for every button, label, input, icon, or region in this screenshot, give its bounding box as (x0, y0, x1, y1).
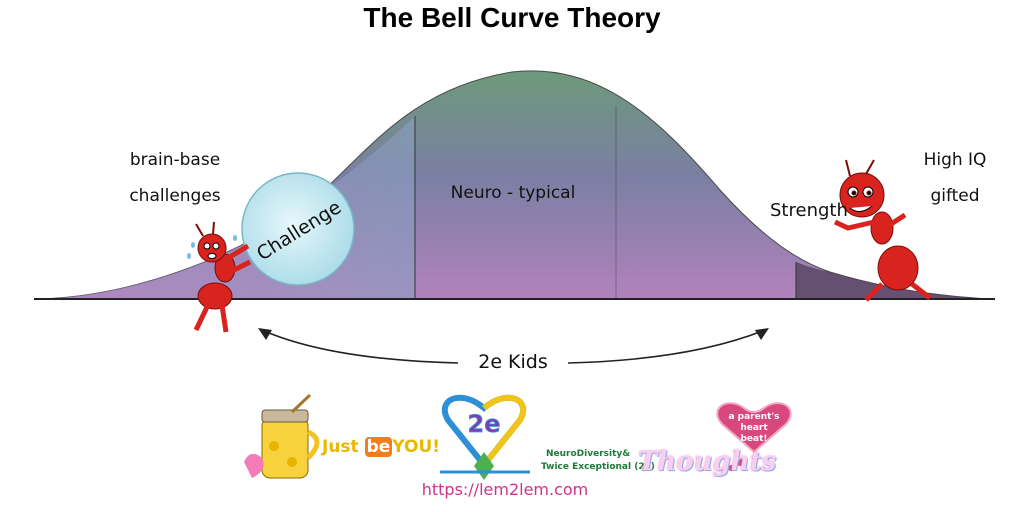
strength-label: Strength (770, 200, 848, 221)
ant-pushing-icon (193, 221, 252, 333)
heart-bubble-text: a parent's heart beat! (722, 412, 786, 445)
arrow-head-left (258, 328, 272, 340)
website-link[interactable]: https://lem2lem.com (421, 480, 589, 499)
left-tail-label-line2: challenges (129, 186, 221, 206)
right-tail-label-line2: gifted (930, 186, 980, 206)
neurodiversity-line1: NeuroDiversity& (546, 449, 631, 459)
lemonade-jar-icon (244, 393, 320, 479)
heart-line1: a parent's (728, 412, 780, 422)
neurodiversity-line2: Twice Exceptional (2e) (541, 462, 655, 472)
middle-label: Neuro - typical (450, 183, 576, 203)
thoughts-logo: Thoughts (638, 447, 777, 477)
range-arrow (261, 329, 766, 364)
just-suffix: YOU! (392, 437, 441, 457)
just-prefix: Just (322, 437, 365, 457)
range-label: 2e Kids (458, 351, 568, 373)
heart-line3: beat! (740, 434, 768, 444)
logo-text: 2e (468, 410, 501, 438)
heart-bubble-icon (716, 402, 792, 471)
challenge-boulder: Challenge (241, 172, 355, 286)
2e-heart-logo-icon: 2e (440, 394, 530, 480)
right-tail-area (796, 262, 990, 299)
heart-line2: heart (740, 423, 768, 433)
sweat-drops-icon (187, 235, 237, 259)
page-title: The Bell Curve Theory (363, 2, 661, 33)
ant-waving-icon (833, 159, 932, 302)
left-tail-label-line1: brain-base (129, 150, 221, 170)
arrow-head-right (755, 328, 769, 340)
just-be: be (364, 437, 393, 457)
right-tail-label-line1: High IQ (923, 150, 987, 170)
